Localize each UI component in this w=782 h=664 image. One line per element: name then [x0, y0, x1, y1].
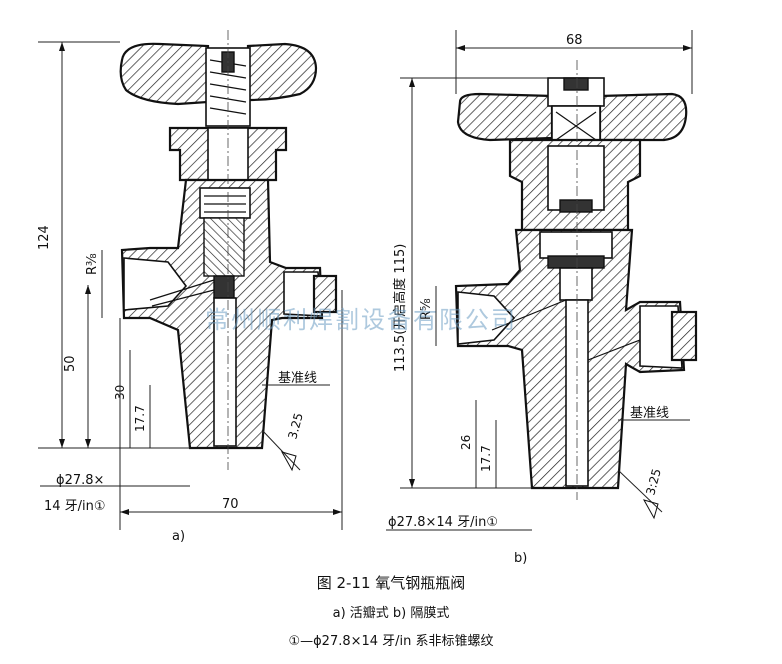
- valve-b-taper-text: 3:25: [643, 467, 663, 497]
- valve-b-handwheel-right: [598, 92, 688, 142]
- valve-a-handwheel: [119, 42, 210, 106]
- valve-a-bore: [213, 297, 237, 447]
- figure-title: 图 2-11 氧气钢瓶瓶阀: [316, 574, 466, 592]
- valve-b-seat: [559, 267, 593, 301]
- valve-a-taper-text: 3.25: [285, 411, 305, 440]
- valve-a-lower-text: 50: [63, 355, 78, 372]
- valve-a-height-text: 124: [37, 225, 52, 250]
- valve-b-handwheel: [456, 92, 554, 142]
- valve-b-width-text: 68: [566, 33, 583, 48]
- valve-b-label: b): [514, 551, 527, 566]
- valve-b: 68 113.5(开启高度 115) R⅝ 26 17.7 基准线 3:25 ϕ…: [386, 30, 698, 566]
- valve-a-thread-line-2: 14 牙/in①: [44, 499, 106, 514]
- valve-a-datum-text: 基准线: [278, 371, 317, 386]
- valve-a-thread-line-1: ϕ27.8×: [56, 473, 104, 488]
- valve-b-r-text: R⅝: [419, 298, 434, 320]
- valve-b-height-text: 113.5(开启高度 115): [392, 244, 408, 372]
- figure-subtitle: a) 活瓣式 b) 隔膜式: [332, 606, 450, 621]
- valve-a-valve-core: [203, 217, 245, 277]
- valve-b-diaphragm: [547, 255, 605, 269]
- valve-b-thread-text: ϕ27.8×14 牙/in①: [388, 515, 498, 530]
- watermark: 常州顺利焊割设备有限公司: [205, 306, 517, 334]
- valve-b-outlet: [457, 291, 516, 345]
- valve-b-datum-text: 基准线: [630, 406, 669, 421]
- valve-a-17-text: 17.7: [133, 405, 147, 432]
- valve-a-seat-chamber: [199, 187, 251, 219]
- valve-b-17-text: 17.7: [479, 445, 493, 472]
- valve-a-r-text: R⅜: [85, 253, 100, 275]
- valve-a-handwheel-right: [246, 42, 318, 102]
- valve-a-safety-plug: [283, 271, 323, 317]
- valve-a-width-text: 70: [222, 497, 239, 512]
- valve-a-label: a): [172, 529, 185, 544]
- figure-footnote: ①—ϕ27.8×14 牙/in 系非标锥螺纹: [288, 634, 494, 649]
- valve-b-diaphragm-chamber: [539, 231, 613, 259]
- valve-a-outlet: [123, 257, 188, 311]
- valve-b-26-text: 26: [459, 435, 473, 450]
- valve-a-seat: [213, 275, 235, 299]
- valve-a: 124 50 R⅜ 30 17.7 基准线 3.25 70 ϕ27.8× 14 …: [37, 30, 343, 544]
